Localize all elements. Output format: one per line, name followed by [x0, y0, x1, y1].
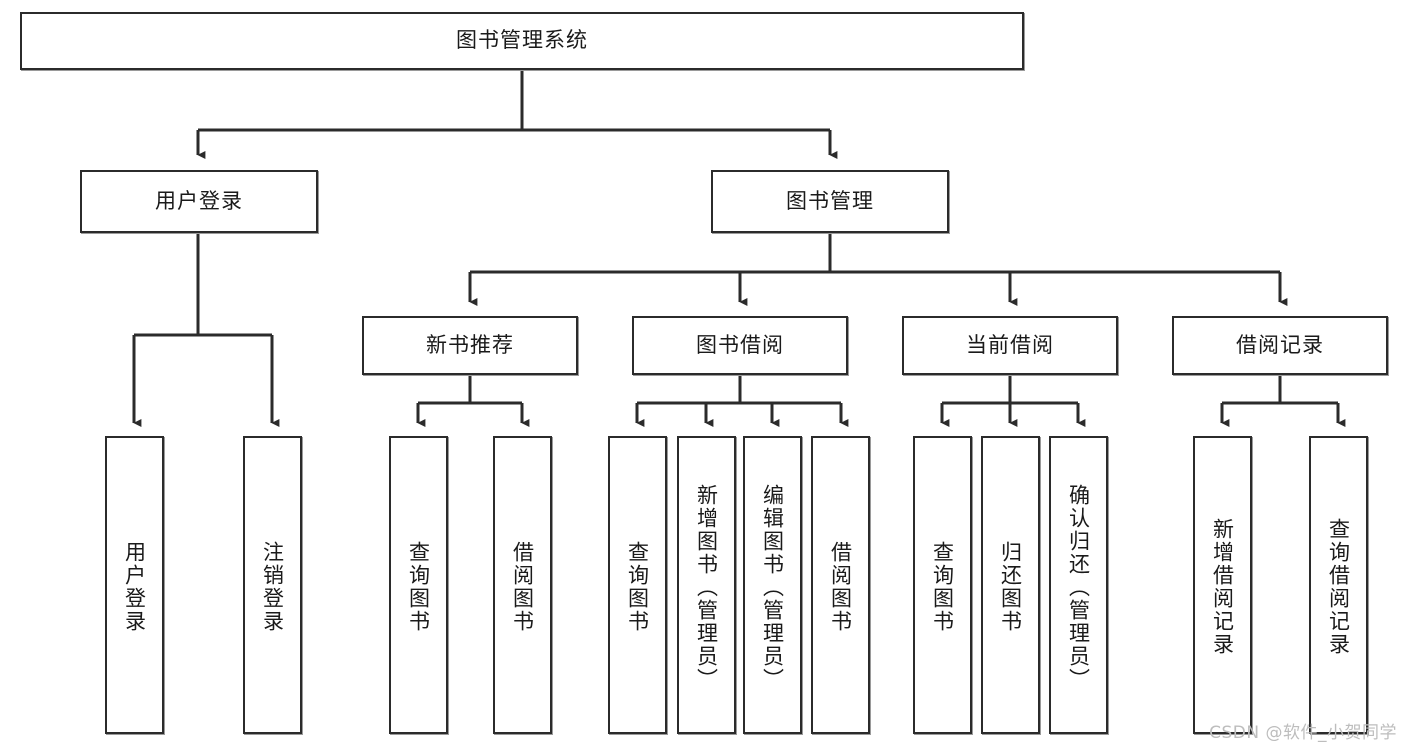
node-book-borrow[interactable]: 图书借阅 [632, 316, 848, 375]
node-label: 归还图书 [998, 541, 1023, 633]
node-label: 用户登录 [122, 541, 147, 633]
node-label: 新增图书（管理员） [694, 483, 719, 691]
node-leaf-borrow-book-recommend[interactable]: 借阅图书 [493, 436, 552, 734]
node-leaf-add-borrow-record[interactable]: 新增借阅记录 [1193, 436, 1252, 734]
node-label: 查询图书 [930, 541, 955, 633]
node-root-book-management-system[interactable]: 图书管理系统 [20, 12, 1024, 70]
node-label: 查询借阅记录 [1326, 518, 1351, 656]
node-leaf-query-book-recommend[interactable]: 查询图书 [389, 436, 448, 734]
node-label: 编辑图书（管理员） [760, 483, 785, 691]
node-label: 查询图书 [406, 541, 431, 633]
node-label: 图书管理 [786, 188, 874, 213]
node-leaf-user-login[interactable]: 用户登录 [105, 436, 164, 734]
node-label: 图书管理系统 [456, 28, 588, 53]
node-leaf-borrow-book[interactable]: 借阅图书 [811, 436, 870, 734]
node-user-login[interactable]: 用户登录 [80, 170, 318, 233]
csdn-watermark: CSDN @软件_小贺同学 [1209, 723, 1397, 743]
node-leaf-query-book-current[interactable]: 查询图书 [913, 436, 972, 734]
node-book-management[interactable]: 图书管理 [711, 170, 949, 233]
node-label: 新书推荐 [426, 332, 514, 357]
node-leaf-confirm-return-admin[interactable]: 确认归还（管理员） [1049, 436, 1108, 734]
node-label: 注销登录 [260, 541, 285, 633]
node-current-borrow[interactable]: 当前借阅 [902, 316, 1118, 375]
node-label: 查询图书 [625, 541, 650, 633]
node-leaf-add-book-admin[interactable]: 新增图书（管理员） [677, 436, 736, 734]
node-leaf-query-borrow-record[interactable]: 查询借阅记录 [1309, 436, 1368, 734]
node-leaf-return-book[interactable]: 归还图书 [981, 436, 1040, 734]
node-label: 借阅记录 [1236, 332, 1324, 357]
node-label: 借阅图书 [828, 541, 853, 633]
node-label: 新增借阅记录 [1210, 518, 1235, 656]
node-leaf-logout-login[interactable]: 注销登录 [243, 436, 302, 734]
node-leaf-query-book-borrow[interactable]: 查询图书 [608, 436, 667, 734]
node-borrow-record[interactable]: 借阅记录 [1172, 316, 1388, 375]
node-label: 图书借阅 [696, 332, 784, 357]
node-label: 借阅图书 [510, 541, 535, 633]
node-label: 确认归还（管理员） [1066, 483, 1091, 691]
node-leaf-edit-book-admin[interactable]: 编辑图书（管理员） [743, 436, 802, 734]
node-label: 用户登录 [155, 188, 243, 213]
node-label: 当前借阅 [966, 332, 1054, 357]
node-new-book-recommend[interactable]: 新书推荐 [362, 316, 578, 375]
